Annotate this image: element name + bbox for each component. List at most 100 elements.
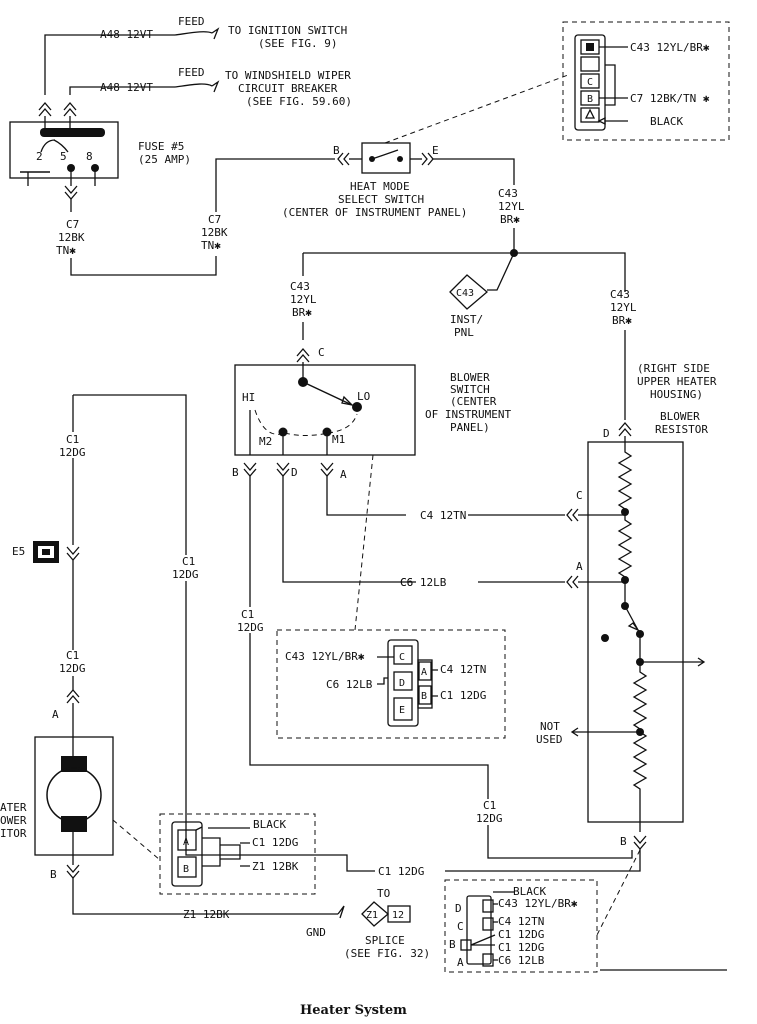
wire-c6 (282, 476, 565, 583)
svg-text:C6 12LB: C6 12LB (400, 576, 447, 589)
svg-text:TN✱: TN✱ (56, 244, 76, 257)
svg-text:BR✱: BR✱ (500, 213, 520, 226)
connector-middle: C43 12YL/BR✱ C6 12LB C D E A B C4 12TN C… (276, 629, 506, 739)
svg-text:C1 12DG: C1 12DG (498, 928, 544, 941)
feed-ignition-dest1: TO IGNITION SWITCH (228, 24, 347, 37)
svg-text:SELECT SWITCH: SELECT SWITCH (338, 193, 424, 206)
fuse-label-2: (25 AMP) (138, 153, 191, 166)
svg-text:C1 12DG: C1 12DG (378, 865, 424, 878)
svg-text:A: A (340, 468, 347, 481)
svg-text:12YL: 12YL (610, 301, 637, 314)
wire-c1-outer (73, 394, 641, 872)
blower-motor: ATER OWER ITOR (0, 703, 161, 865)
svg-text:C1: C1 (483, 799, 496, 812)
svg-text:A: A (52, 708, 59, 721)
connector-top-right: C B C43 12YL/BR✱ C7 12BK/TN ✱ BLACK (562, 21, 730, 141)
svg-text:C6 12LB: C6 12LB (326, 678, 373, 691)
svg-text:OF INSTRUMENT: OF INSTRUMENT (425, 408, 511, 421)
feed-wiper: A48 12VT FEED TO WINDSHIELD WIPER CIRCUI… (69, 66, 352, 108)
svg-text:C43 12YL/BR✱: C43 12YL/BR✱ (630, 41, 710, 54)
c7-left-label: C7 12BK TN✱ (56, 218, 85, 257)
svg-text:C43 12YL/BR✱: C43 12YL/BR✱ (285, 650, 365, 663)
svg-text:HEAT MODE: HEAT MODE (350, 180, 410, 193)
svg-text:BLACK: BLACK (650, 115, 683, 128)
svg-text:C1 12DG: C1 12DG (252, 836, 298, 849)
svg-text:B: B (620, 835, 627, 848)
svg-text:HOUSING): HOUSING) (650, 388, 703, 401)
wire-c4 (326, 476, 565, 516)
svg-text:A: A (457, 956, 464, 969)
svg-text:TO: TO (377, 887, 390, 900)
blower-switch: C HI LO M2 M1 BLOWER SWITCH (CENTER OF I… (234, 346, 511, 456)
svg-text:BLACK: BLACK (253, 818, 286, 831)
c43-top-label: C43 12YL BR✱ (498, 187, 525, 226)
svg-text:LO: LO (357, 390, 370, 403)
inst-pnl-splice: C43 INST/ PNL (449, 274, 489, 339)
svg-text:C: C (457, 920, 464, 933)
connector-chevron (64, 185, 78, 200)
svg-text:PNL: PNL (454, 326, 474, 339)
feed-ignition-dest2: (SEE FIG. 9) (258, 37, 337, 50)
svg-text:D: D (455, 902, 462, 915)
svg-text:C4 12TN: C4 12TN (498, 915, 544, 928)
svg-text:TN✱: TN✱ (201, 239, 221, 252)
feed-ignition: A48 12VT FEED TO IGNITION SWITCH (SEE FI… (44, 15, 347, 95)
svg-text:B: B (232, 466, 239, 479)
svg-text:M1: M1 (332, 433, 345, 446)
svg-text:C43: C43 (610, 288, 630, 301)
svg-text:(CENTER OF INSTRUMENT PANEL): (CENTER OF INSTRUMENT PANEL) (282, 206, 467, 219)
connector-motor: A B BLACK C1 12DG Z1 12BK (159, 813, 316, 895)
feed-wiper-feed: FEED (178, 66, 205, 79)
svg-text:PANEL): PANEL) (450, 421, 490, 434)
svg-text:HI: HI (242, 391, 255, 404)
feed-ignition-feed: FEED (178, 15, 205, 28)
svg-text:(RIGHT SIDE: (RIGHT SIDE (637, 362, 710, 375)
c7-right-label: C7 12BK TN✱ (201, 213, 228, 252)
connector-chevron (276, 462, 290, 477)
svg-text:C43 12YL/BR✱: C43 12YL/BR✱ (498, 897, 578, 910)
svg-text:(CENTER: (CENTER (450, 395, 497, 408)
svg-text:12BK: 12BK (201, 226, 228, 239)
blower-resistor: (RIGHT SIDE UPPER HEATER HOUSING) BLOWER… (536, 362, 717, 850)
svg-text:12DG: 12DG (59, 662, 86, 675)
svg-text:C43: C43 (456, 288, 474, 299)
svg-text:12DG: 12DG (476, 812, 503, 825)
svg-text:M2: M2 (259, 435, 272, 448)
wire-z1-label: Z1 12BK (183, 908, 230, 921)
svg-text:E: E (399, 705, 405, 716)
figure-caption: Heater System (300, 1003, 407, 1018)
svg-text:B: B (449, 938, 456, 951)
feed-wiper-dest1: TO WINDSHIELD WIPER (225, 69, 351, 82)
svg-text:BLOWER: BLOWER (660, 410, 700, 423)
feed-wiper-dest3: (SEE FIG. 59.60) (246, 95, 352, 108)
e5-ground-icon: E5 (12, 541, 59, 563)
svg-text:ITOR: ITOR (0, 827, 27, 840)
svg-text:C1: C1 (66, 649, 79, 662)
svg-text:C: C (587, 77, 593, 88)
svg-text:OWER: OWER (0, 814, 27, 827)
svg-text:C: C (399, 652, 405, 663)
svg-text:C1 12DG: C1 12DG (498, 941, 544, 954)
svg-text:C6 12LB: C6 12LB (498, 954, 545, 967)
svg-text:Z1: Z1 (366, 910, 378, 921)
svg-text:BR✱: BR✱ (292, 306, 312, 319)
svg-text:C: C (318, 346, 325, 359)
svg-text:BLACK: BLACK (513, 885, 546, 898)
fuse-5: 2 5 8 FUSE #5 (25 AMP) (9, 116, 191, 186)
svg-text:A: A (576, 560, 583, 573)
feed-wiper-circuit: A48 12VT (100, 81, 153, 94)
svg-text:(SEE FIG. 32): (SEE FIG. 32) (344, 947, 430, 960)
svg-text:RESISTOR: RESISTOR (655, 423, 708, 436)
svg-text:B: B (421, 691, 427, 702)
svg-text:A: A (183, 837, 189, 848)
connector-chevron (320, 462, 334, 477)
svg-text:SWITCH: SWITCH (450, 383, 490, 396)
heat-switch-pin-e: E (432, 144, 439, 157)
fuse-pin-8: 8 (86, 150, 93, 163)
feed-ignition-circuit: A48 12VT (100, 28, 153, 41)
connector-chevron (38, 102, 52, 117)
svg-text:12BK: 12BK (58, 231, 85, 244)
svg-text:C4 12TN: C4 12TN (420, 509, 466, 522)
svg-text:D: D (603, 427, 610, 440)
